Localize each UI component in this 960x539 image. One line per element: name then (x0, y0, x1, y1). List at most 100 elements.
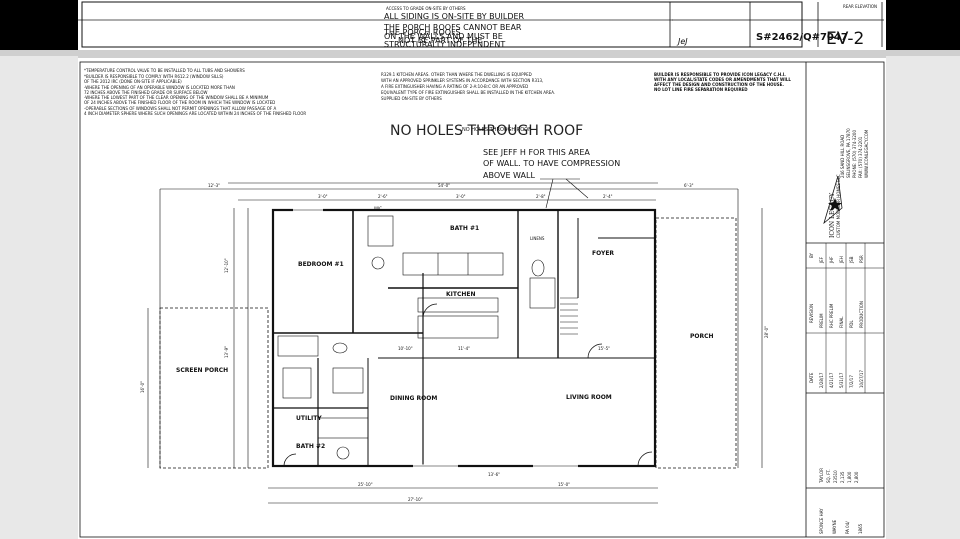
svg-text:WITH ANY LOCAL/STATE CODES OR: WITH ANY LOCAL/STATE CODES OR AMENDMENTS… (654, 77, 791, 82)
room-kitchen: KITCHEN (446, 291, 476, 298)
porch-overlay-1: THE PORCH ROOFS (383, 28, 461, 37)
svg-text:NO LOT LINE FIRE SEPARATION RE: NO LOT LINE FIRE SEPARATION REQUIRED (654, 87, 748, 92)
svg-text:WWW.ICONLEGACY.COM: WWW.ICONLEGACY.COM (864, 129, 869, 178)
doors-windows (283, 208, 653, 468)
room-living: LIVING ROOM (566, 394, 612, 401)
dim-mid-d: 13'-6" (488, 472, 500, 477)
svg-text:OF 24 INCHES ABOVE THE FINISHE: OF 24 INCHES ABOVE THE FINISHED FLOOR OF… (84, 100, 275, 105)
svg-text:SPONCE HAY: SPONCE HAY (819, 508, 824, 534)
svg-text:23510: 23510 (833, 470, 838, 483)
room-utility: UTILITY (296, 415, 322, 422)
page-gap (0, 50, 960, 58)
svg-text:CUSTOM MODULAR HOMES LLC: CUSTOM MODULAR HOMES LLC (836, 174, 841, 238)
dim-bottom-b: 27'-10" (408, 497, 423, 502)
foundation-note: ACCESS TO GRADE ON-SITE BY OTHERS (386, 6, 466, 11)
dim-side-right: 28'-0" (764, 326, 769, 338)
svg-text:OF WALL. TO HAVE COMPRESSION: OF WALL. TO HAVE COMPRESSION (483, 159, 620, 168)
svg-text:BY: BY (809, 252, 814, 258)
svg-text:5/31/17: 5/31/17 (839, 372, 844, 388)
floor-plan-sheet[interactable]: *TEMPERATURE CONTROL VALVE TO BE INSTALL… (78, 58, 886, 539)
room-bedroom: BEDROOM #1 (298, 261, 344, 268)
logo: ICON LEGACY CUSTOM MODULAR HOMES LLC (823, 174, 843, 238)
porch-overlay-2: NOT BE PART OF THE (398, 36, 482, 45)
svg-text:-OPERABLE SECTIONS OF WINDOWS: -OPERABLE SECTIONS OF WINDOWS SHALL NOT … (84, 106, 276, 111)
svg-text:FAX: (570) 374-2201: FAX: (570) 374-2201 (858, 136, 863, 178)
signature: JeJ (676, 37, 688, 46)
title-block: 246 SAND HILL ROAD SELINSGROVE, PA 17870… (805, 62, 884, 537)
previous-page-sheet[interactable]: ACCESS TO GRADE ON-SITE BY OTHERS ALL SI… (78, 0, 886, 50)
dim-top-a: 3'-0" (318, 194, 328, 199)
svg-text:2/28/17: 2/28/17 (819, 372, 824, 388)
svg-text:A FIRE EXTINGUISHER HAVING A R: A FIRE EXTINGUISHER HAVING A RATING OF 2… (381, 84, 528, 89)
dim-top-b: 2'-6" (378, 194, 388, 199)
svg-text:REVISION: REVISION (809, 304, 814, 323)
svg-text:72 INCHES ABOVE THE FINISHED G: 72 INCHES ABOVE THE FINISHED GRADE OR SU… (84, 90, 207, 95)
svg-text:*BUILDER IS RESPONSIBLE TO COM: *BUILDER IS RESPONSIBLE TO COMPLY WITH R… (84, 74, 224, 79)
svg-text:PDL: PDL (849, 320, 854, 328)
svg-text:TAYLOR: TAYLOR (819, 468, 824, 484)
dim-top-c: 3'-0" (456, 194, 466, 199)
dim-top-total: 54'-0" (438, 183, 450, 188)
floor-plan-drawing: *TEMPERATURE CONTROL VALVE TO BE INSTALL… (79, 61, 885, 538)
svg-text:-WHERE THE OPENING OF AN OPERA: -WHERE THE OPENING OF AN OPERABLE WINDOW… (84, 85, 235, 90)
svg-text:BUILDER IS RESPONSIBLE TO PROV: BUILDER IS RESPONSIBLE TO PROVIDE ICON L… (654, 72, 786, 77)
viewer-margin-left (0, 56, 78, 539)
bath-fixtures (277, 335, 369, 460)
dim-top-d: 2'-8" (536, 194, 546, 199)
svg-text:WITH AN APPROVED SPRINKLER SYS: WITH AN APPROVED SPRINKLER SYSTEMS IN AC… (381, 78, 543, 83)
svg-text:JEF: JEF (819, 256, 824, 264)
general-notes-left: *TEMPERATURE CONTROL VALVE TO BE INSTALL… (84, 68, 306, 116)
serial-number: S#2462/Q#7047 (756, 32, 848, 43)
room-wic: WIC (374, 206, 382, 211)
svg-text:EQUIVALENT TYPE OF FIRE EXTING: EQUIVALENT TYPE OF FIRE EXTINGUISHER SHA… (381, 90, 555, 95)
dim-side-left: 16'-0" (140, 381, 145, 393)
roof-note-overlay: NO HOLES THROUGH ROOF (462, 127, 531, 133)
svg-text:4/21/17: 4/21/17 (829, 372, 834, 388)
porch-note-3: STRUCTURALLY INDEPENDENT (384, 40, 505, 49)
svg-text:2,800: 2,800 (854, 471, 859, 483)
svg-text:PHONE: (570) 374-3200: PHONE: (570) 374-3200 (852, 130, 857, 178)
svg-text:SEE JEFF H FOR THIS AREA: SEE JEFF H FOR THIS AREA (483, 148, 590, 157)
svg-text:JHF: JHF (829, 256, 834, 264)
porch-note-2: ON THE WALLS AND MUST BE (384, 32, 503, 41)
dim-top-e: 2'-4" (603, 194, 613, 199)
dim-bottom-c: 15'-0" (558, 482, 570, 487)
svg-text:246 SAND HILL ROAD: 246 SAND HILL ROAD (840, 135, 845, 178)
svg-text:OF THE 2012 IRC (DONE ON-SITE: OF THE 2012 IRC (DONE ON-SITE IF APPLICA… (84, 79, 182, 84)
svg-text:10/27/17: 10/27/17 (859, 370, 864, 388)
svg-text:FINAL: FINAL (839, 316, 844, 328)
kitchen-code-notes: R329.1 KITCHEN AREAS. OTHER THAN WHERE T… (381, 72, 555, 101)
stairs (560, 297, 578, 335)
dim-bottom-a: 25'-10" (358, 482, 373, 487)
dim-mid-c: 15'-5" (598, 346, 610, 351)
room-dining: DINING ROOM (390, 395, 437, 402)
roof-note: NO HOLES THROUGH ROOF (390, 123, 583, 139)
porch-note-1: THE PORCH ROOFS CANNOT BEAR (383, 23, 522, 32)
svg-text:JEH: JEH (839, 256, 844, 264)
builder-notes-right: BUILDER IS RESPONSIBLE TO PROVIDE ICON L… (654, 72, 791, 92)
svg-text:-WHERE THE LOWEST PART OF THE: -WHERE THE LOWEST PART OF THE CLEAR OPEN… (84, 95, 269, 100)
room-foyer: FOYER (592, 250, 614, 257)
svg-text:PSR: PSR (859, 255, 864, 263)
dim-left-run: 12'-3" (208, 183, 220, 188)
svg-text:SELINSGROVE, PA 17870: SELINSGROVE, PA 17870 (846, 128, 851, 178)
room-screen-porch: SCREEN PORCH (176, 367, 228, 374)
siding-note: ALL SIDING IS ON-SITE BY BUILDER (384, 12, 525, 21)
svg-text:WAYNE: WAYNE (832, 519, 837, 534)
svg-text:SQ. FT.: SQ. FT. (826, 469, 831, 483)
svg-text:7/2/17: 7/2/17 (849, 375, 854, 388)
dim-left-a: 12'-10" (224, 258, 229, 273)
dimension-lines (147, 182, 763, 504)
svg-text:2,135: 2,135 (840, 471, 845, 483)
svg-text:PRODUCTION: PRODUCTION (859, 301, 864, 328)
svg-text:R329.1 KITCHEN AREAS. OTHER TH: R329.1 KITCHEN AREAS. OTHER THAN WHERE T… (381, 72, 532, 77)
page-id: EV-2 (826, 29, 864, 49)
exterior-walls (159, 208, 737, 469)
room-bath2: BATH #2 (296, 443, 325, 450)
compression-callout: SEE JEFF H FOR THIS AREA OF WALL. TO HAV… (483, 148, 620, 209)
dim-mid-b: 11'-4" (458, 346, 470, 351)
svg-text:JSB: JSB (849, 256, 854, 264)
dim-mid-a: 10'-10" (398, 346, 413, 351)
svg-text:ABOVE WALL: ABOVE WALL (483, 171, 535, 180)
svg-text:1865: 1865 (858, 523, 863, 534)
